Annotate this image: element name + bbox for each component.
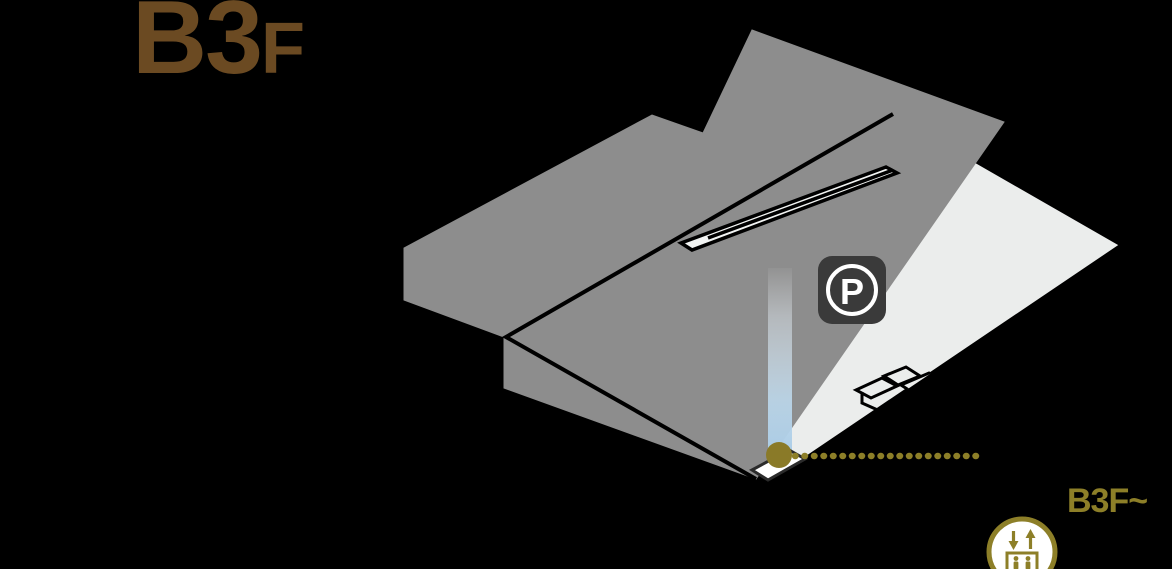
svg-text:P: P [840,271,864,312]
floor-title-main: B3 [132,0,263,96]
slab-separation-edge [501,112,894,481]
elevator-range-line-1: B3F~ [1067,481,1148,520]
service-room-tail [860,392,881,413]
floor-title-suffix: F [260,9,305,89]
elevator-icon[interactable] [985,515,1059,569]
corridor-upper-guide-line [707,168,894,240]
occupant-figures [1013,556,1031,569]
arrow-down-icon [1008,531,1019,551]
page-title: B3F [132,0,305,90]
elevator-legend[interactable]: B3F~ 2F [985,418,1148,569]
elevator-range-label: B3F~ 2F [1067,418,1148,569]
arrow-up-icon [1025,529,1036,550]
current-location-marker[interactable] [766,442,792,468]
location-light-beam [768,268,792,460]
parking-icon[interactable]: P [818,256,886,324]
